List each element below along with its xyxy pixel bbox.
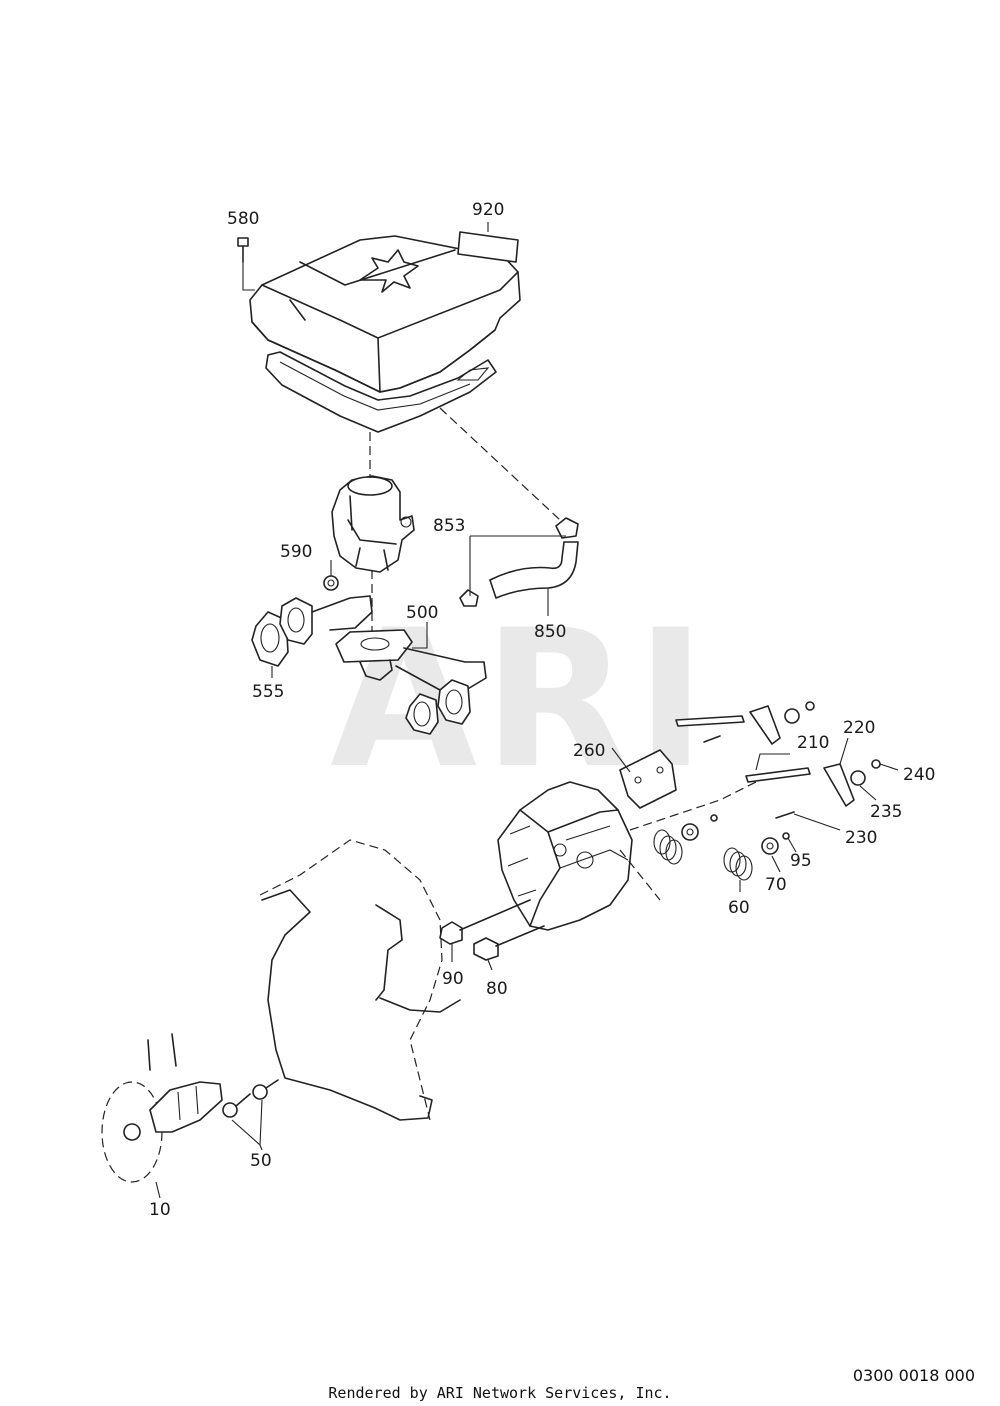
intake-manifold-500 [279,595,487,725]
clamp-853-upper [555,517,579,539]
lifters-near-cam [147,1033,177,1071]
air-cleaner-gasket [265,351,497,433]
spring-retainers-70 [681,823,779,855]
decal-920 [457,231,519,263]
nuts-235 [784,708,866,786]
air-cleaner-cover [249,235,521,393]
breather-hose-850 [489,541,579,599]
callout-210[interactable]: 210 [797,733,829,753]
callout-60[interactable]: 60 [728,898,750,918]
callout-70[interactable]: 70 [765,875,787,895]
rocker-arms-220 [749,705,855,807]
callout-590[interactable]: 590 [280,542,312,562]
callout-230[interactable]: 230 [845,828,877,848]
callout-220[interactable]: 220 [843,718,875,738]
leader-lines [155,222,899,1199]
diagram-code: 0300 0018 000 [852,1366,975,1385]
nuts-240 [805,701,881,769]
carburetor [331,475,415,573]
cylinder-head [497,781,633,931]
callout-50[interactable]: 50 [250,1151,272,1171]
callout-235[interactable]: 235 [870,802,902,822]
rocker-plate-260 [619,749,677,809]
rendered-by-credit: Rendered by ARI Network Services, Inc. [328,1384,672,1402]
callout-853[interactable]: 853 [433,516,465,536]
callout-90[interactable]: 90 [442,969,464,989]
rocker-studs-230 [703,735,795,819]
valve-springs-60 [653,829,753,881]
clamp-853-lower [459,589,479,607]
valve-keepers-95 [710,814,790,840]
gasket-555 [251,611,439,735]
callout-850[interactable]: 850 [534,622,566,642]
screw-580 [237,237,249,263]
callout-240[interactable]: 240 [903,765,935,785]
valve-tappets-50 [222,1079,279,1118]
centerline-breather [439,407,561,521]
callout-95[interactable]: 95 [790,851,812,871]
crankcase [261,889,461,1121]
callout-920[interactable]: 920 [472,200,504,220]
callout-10[interactable]: 10 [149,1200,171,1220]
callout-500[interactable]: 500 [406,603,438,623]
callout-260[interactable]: 260 [573,741,605,761]
camshaft-10 [101,1081,223,1183]
exhaust-valve-90 [439,899,531,945]
callout-80[interactable]: 80 [486,979,508,999]
callout-580[interactable]: 580 [227,209,259,229]
engine-block-outline-dashed [259,839,443,1121]
nut-590 [323,575,339,591]
intake-valve-80 [473,925,545,961]
valve-axis-dashed [619,779,761,901]
callout-555[interactable]: 555 [252,682,284,702]
push-rods-210 [675,715,811,783]
